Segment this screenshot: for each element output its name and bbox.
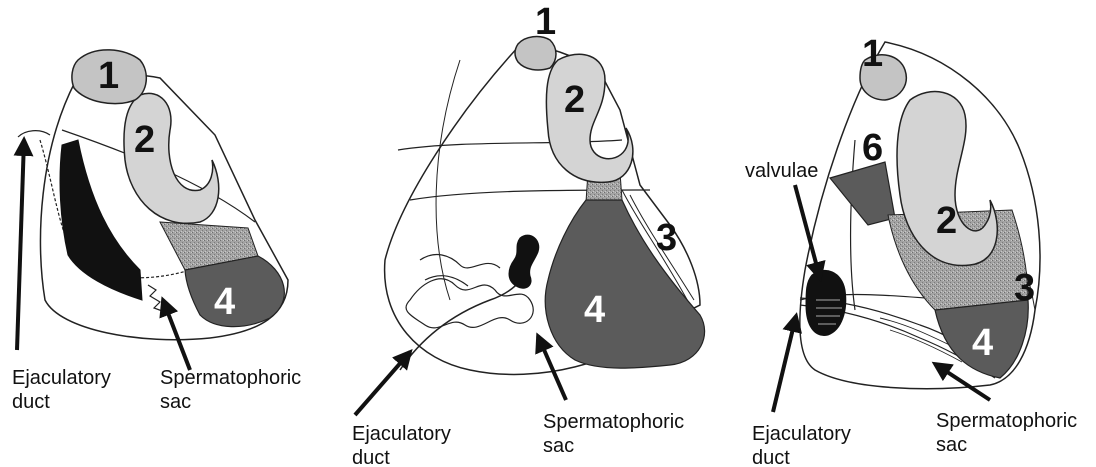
label-4: 4 [214,281,235,323]
arrow-ejaculatory-duct [773,316,796,412]
label-6: 6 [862,127,883,169]
black-valvulae [806,270,846,335]
spermatophoric-sac-label: Spermatophoric [936,410,1077,432]
spermatophoric-sac-label: Spermatophoric [160,367,301,389]
label-3: 3 [1014,267,1035,309]
arrow-ejaculatory-duct [17,140,24,350]
spermatophoric-sac-label: Spermatophoric [543,411,684,433]
ejaculatory-duct-label: Ejaculatory [12,367,111,389]
ejaculatory-duct-label-2: duct [12,391,50,413]
panel-middle: 1 2 3 4 Ejaculatory duct Spermatophoric … [352,1,705,467]
spermatophoric-sac-label-2: sac [160,391,191,413]
label-2: 2 [936,200,957,242]
label-1: 1 [535,1,556,43]
ejaculatory-duct-label: Ejaculatory [352,423,451,445]
label-4: 4 [584,289,605,331]
label-2: 2 [564,79,585,121]
spermatophoric-sac-label-2: sac [936,434,967,456]
duct-tube [18,131,50,137]
label-2: 2 [134,119,155,161]
valvulae-label: valvulae [745,160,818,182]
label-3: 3 [656,217,677,259]
panel-right: 1 2 3 4 6 valvulae Ejaculatory duct Sper… [745,33,1077,467]
panel-left: 1 2 4 Ejaculatory duct Spermatophoric sa… [12,50,301,413]
label-1: 1 [862,33,883,75]
label-4: 4 [972,322,993,364]
spermatophoric-sac-label-2: sac [543,435,574,457]
ejaculatory-duct-label: Ejaculatory [752,423,851,445]
ejaculatory-duct-label-2: duct [752,447,790,467]
arrow-ejaculatory-duct [355,352,410,415]
ejaculatory-duct-label-2: duct [352,447,390,467]
label-1: 1 [98,55,119,97]
